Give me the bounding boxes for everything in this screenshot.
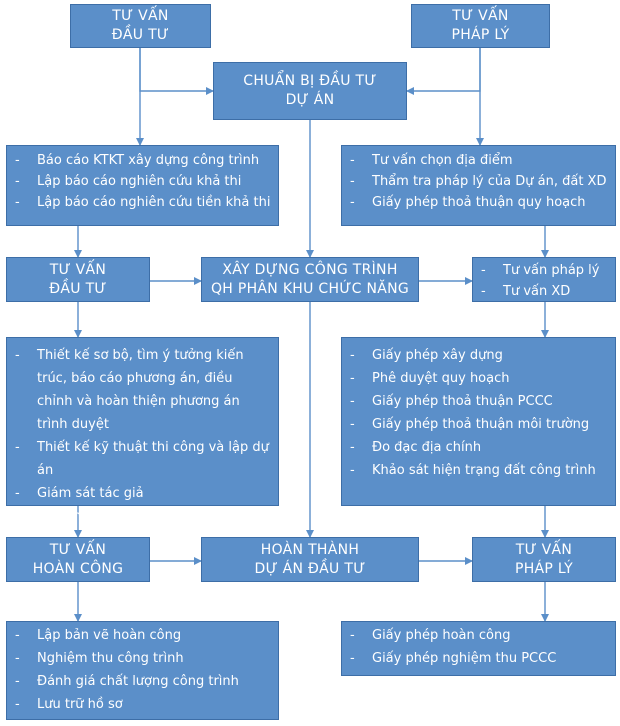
list-item: Lưu trữ hồ sơ (15, 693, 272, 716)
left-list-1: Báo cáo KTKT xây dựng công trình Lập báo… (7, 146, 278, 213)
tu-van-phap-ly-top-box: TƯ VẤN PHÁP LÝ (411, 4, 550, 48)
list-item: Giấy phép thoả thuận PCCC (350, 390, 609, 413)
tu-van-hoan-cong-box: TƯ VẤN HOÀN CÔNG (6, 537, 150, 582)
box-line: DỰ ÁN ĐẦU TƯ (254, 560, 366, 577)
box-line: CHUẨN BỊ ĐẦU TƯ (243, 73, 377, 89)
list-item: Giấy phép thoả thuận quy hoạch (350, 192, 609, 213)
list-item: Thiết kế kỹ thuật thi công và lập dự án (15, 436, 272, 482)
list-item: Giấy phép xây dựng (350, 344, 609, 367)
arrow-tvdautu-to-chuanbi (139, 48, 214, 95)
box-line: PHÁP LÝ (514, 560, 574, 577)
box-line: TƯ VẤN (49, 261, 107, 278)
list-item: Khảo sát hiện trạng đất công trình (350, 459, 609, 482)
right-list-2: Tư vấn pháp lý Tư vấn XD (473, 258, 615, 302)
left-list-2: Thiết kế sơ bộ, tìm ý tưởng kiến trúc, b… (7, 338, 278, 528)
box-line: TƯ VẤN (515, 541, 573, 558)
tu-van-dau-tu-top-box: TƯ VẤN ĐẦU TƯ (70, 4, 211, 48)
box-line: TƯ VẤN (452, 8, 509, 24)
right-list-3-box: Giấy phép xây dựng Phê duyệt quy hoạch G… (341, 337, 616, 506)
list-item: Lập báo cáo nghiên cứu tiền khả thi (15, 192, 272, 213)
left-list-3: Lập bản vẽ hoàn công Nghiệm thu công trì… (7, 622, 278, 716)
box-line: HOÀN CÔNG (32, 560, 124, 577)
box-line: TƯ VẤN (112, 8, 169, 24)
list-item: Giấy phép nghiệm thu PCCC (350, 647, 609, 670)
list-item: Đo đạc địa chính (350, 436, 609, 459)
box-line: PHÁP LÝ (451, 27, 510, 43)
box-line: XÂY DỰNG CÔNG TRÌNH (222, 261, 398, 278)
box-line: QH PHÂN KHU CHỨC NĂNG (210, 280, 410, 297)
right-list-4-box: Giấy phép hoàn công Giấy phép nghiệm thu… (341, 621, 616, 676)
list-item: Giám sát tác giả (15, 482, 272, 505)
box-line: DỰ ÁN (285, 92, 335, 108)
list-item: Nghiệm thu công trình (15, 647, 272, 670)
list-item: Phê duyệt quy hoạch (350, 367, 609, 390)
left-list-1-box: Báo cáo KTKT xây dựng công trình Lập báo… (6, 145, 279, 226)
list-item: Lập bản vẽ hoàn công (15, 624, 272, 647)
chuan-bi-dau-tu-box: CHUẨN BỊ ĐẦU TƯ DỰ ÁN (213, 62, 407, 120)
box-line: ĐẦU TƯ (49, 280, 107, 297)
right-list-1-box: Tư vấn chọn địa điểm Thẩm tra pháp lý củ… (341, 145, 616, 226)
left-list-3-box: Lập bản vẽ hoàn công Nghiệm thu công trì… (6, 621, 279, 720)
box-line: ĐẦU TƯ (111, 27, 170, 43)
hoan-thanh-du-an-box: HOÀN THÀNH DỰ ÁN ĐẦU TƯ (201, 537, 419, 582)
right-list-4: Giấy phép hoàn công Giấy phép nghiệm thu… (342, 622, 615, 670)
list-item: Tư vấn chọn địa điểm (350, 150, 609, 171)
list-item: Báo cáo KTKT xây dựng công trình (15, 150, 272, 171)
list-item: Tư vấn giám sát thi công (15, 505, 272, 528)
box-line: HOÀN THÀNH (260, 541, 360, 558)
list-item: Tư vấn XD (481, 281, 609, 302)
xay-dung-cong-trinh-box: XÂY DỰNG CÔNG TRÌNH QH PHÂN KHU CHỨC NĂN… (201, 257, 419, 302)
right-list-2-box: Tư vấn pháp lý Tư vấn XD (472, 257, 616, 302)
list-item: Giấy phép thoả thuận môi trường (350, 413, 609, 436)
list-item: Lập báo cáo nghiên cứu khả thi (15, 171, 272, 192)
right-list-3: Giấy phép xây dựng Phê duyệt quy hoạch G… (342, 338, 615, 482)
tu-van-dau-tu-mid-box: TƯ VẤN ĐẦU TƯ (6, 257, 150, 302)
tu-van-phap-ly-bottom-box: TƯ VẤN PHÁP LÝ (472, 537, 616, 582)
left-list-2-box: Thiết kế sơ bộ, tìm ý tưởng kiến trúc, b… (6, 337, 279, 528)
list-item: Tư vấn pháp lý (481, 260, 609, 281)
list-item: Đánh giá chất lượng công trình (15, 670, 272, 693)
list-item: Thẩm tra pháp lý của Dự án, đất XD (350, 171, 609, 192)
list-item: Giấy phép hoàn công (350, 624, 609, 647)
right-list-1: Tư vấn chọn địa điểm Thẩm tra pháp lý củ… (342, 146, 615, 213)
list-item: Thiết kế sơ bộ, tìm ý tưởng kiến trúc, b… (15, 344, 272, 436)
arrow-tvphaply-to-chuanbi (406, 48, 481, 95)
box-line: TƯ VẤN (49, 541, 107, 558)
